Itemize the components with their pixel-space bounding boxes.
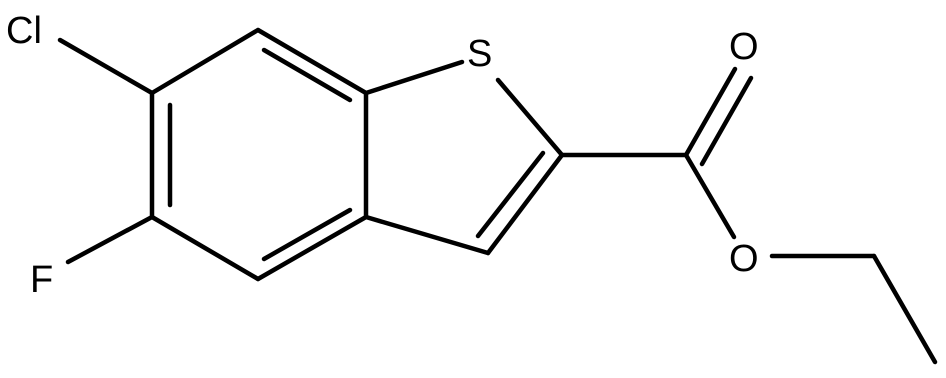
- bond-c5-f: [65, 214, 155, 265]
- bond-s1-c2: [495, 77, 565, 158]
- bond-c4-c5: [149, 214, 261, 282]
- bond-c6-cl: [57, 37, 155, 96]
- bond-c7-c7a-inner: [261, 47, 353, 103]
- bond-c2-c3-inner: [475, 150, 546, 239]
- bond-carbonyl-double-b: [699, 75, 754, 167]
- bond-c6-c7: [149, 27, 261, 96]
- bond-carbonyl-double-a: [683, 66, 738, 158]
- bond-c7-c7a: [255, 27, 369, 96]
- bond-c3-c3a: [363, 214, 491, 256]
- bond-c3a-c4-inner: [261, 207, 353, 262]
- chlorine-atom-label: Cl: [6, 10, 42, 52]
- bond-c7a-s1: [363, 59, 465, 96]
- ester-oxygen-atom-label: O: [729, 238, 759, 280]
- carbonyl-oxygen-atom-label: O: [729, 26, 759, 68]
- bond-ch2-ch3: [871, 253, 938, 365]
- bond-c3a-c4: [255, 214, 369, 282]
- sulfur-atom-label: S: [467, 33, 492, 75]
- bond-carbonyl-carbon-ester-oxygen: [683, 152, 737, 240]
- fluorine-atom-label: F: [30, 259, 53, 301]
- bond-c2-c3: [485, 152, 565, 256]
